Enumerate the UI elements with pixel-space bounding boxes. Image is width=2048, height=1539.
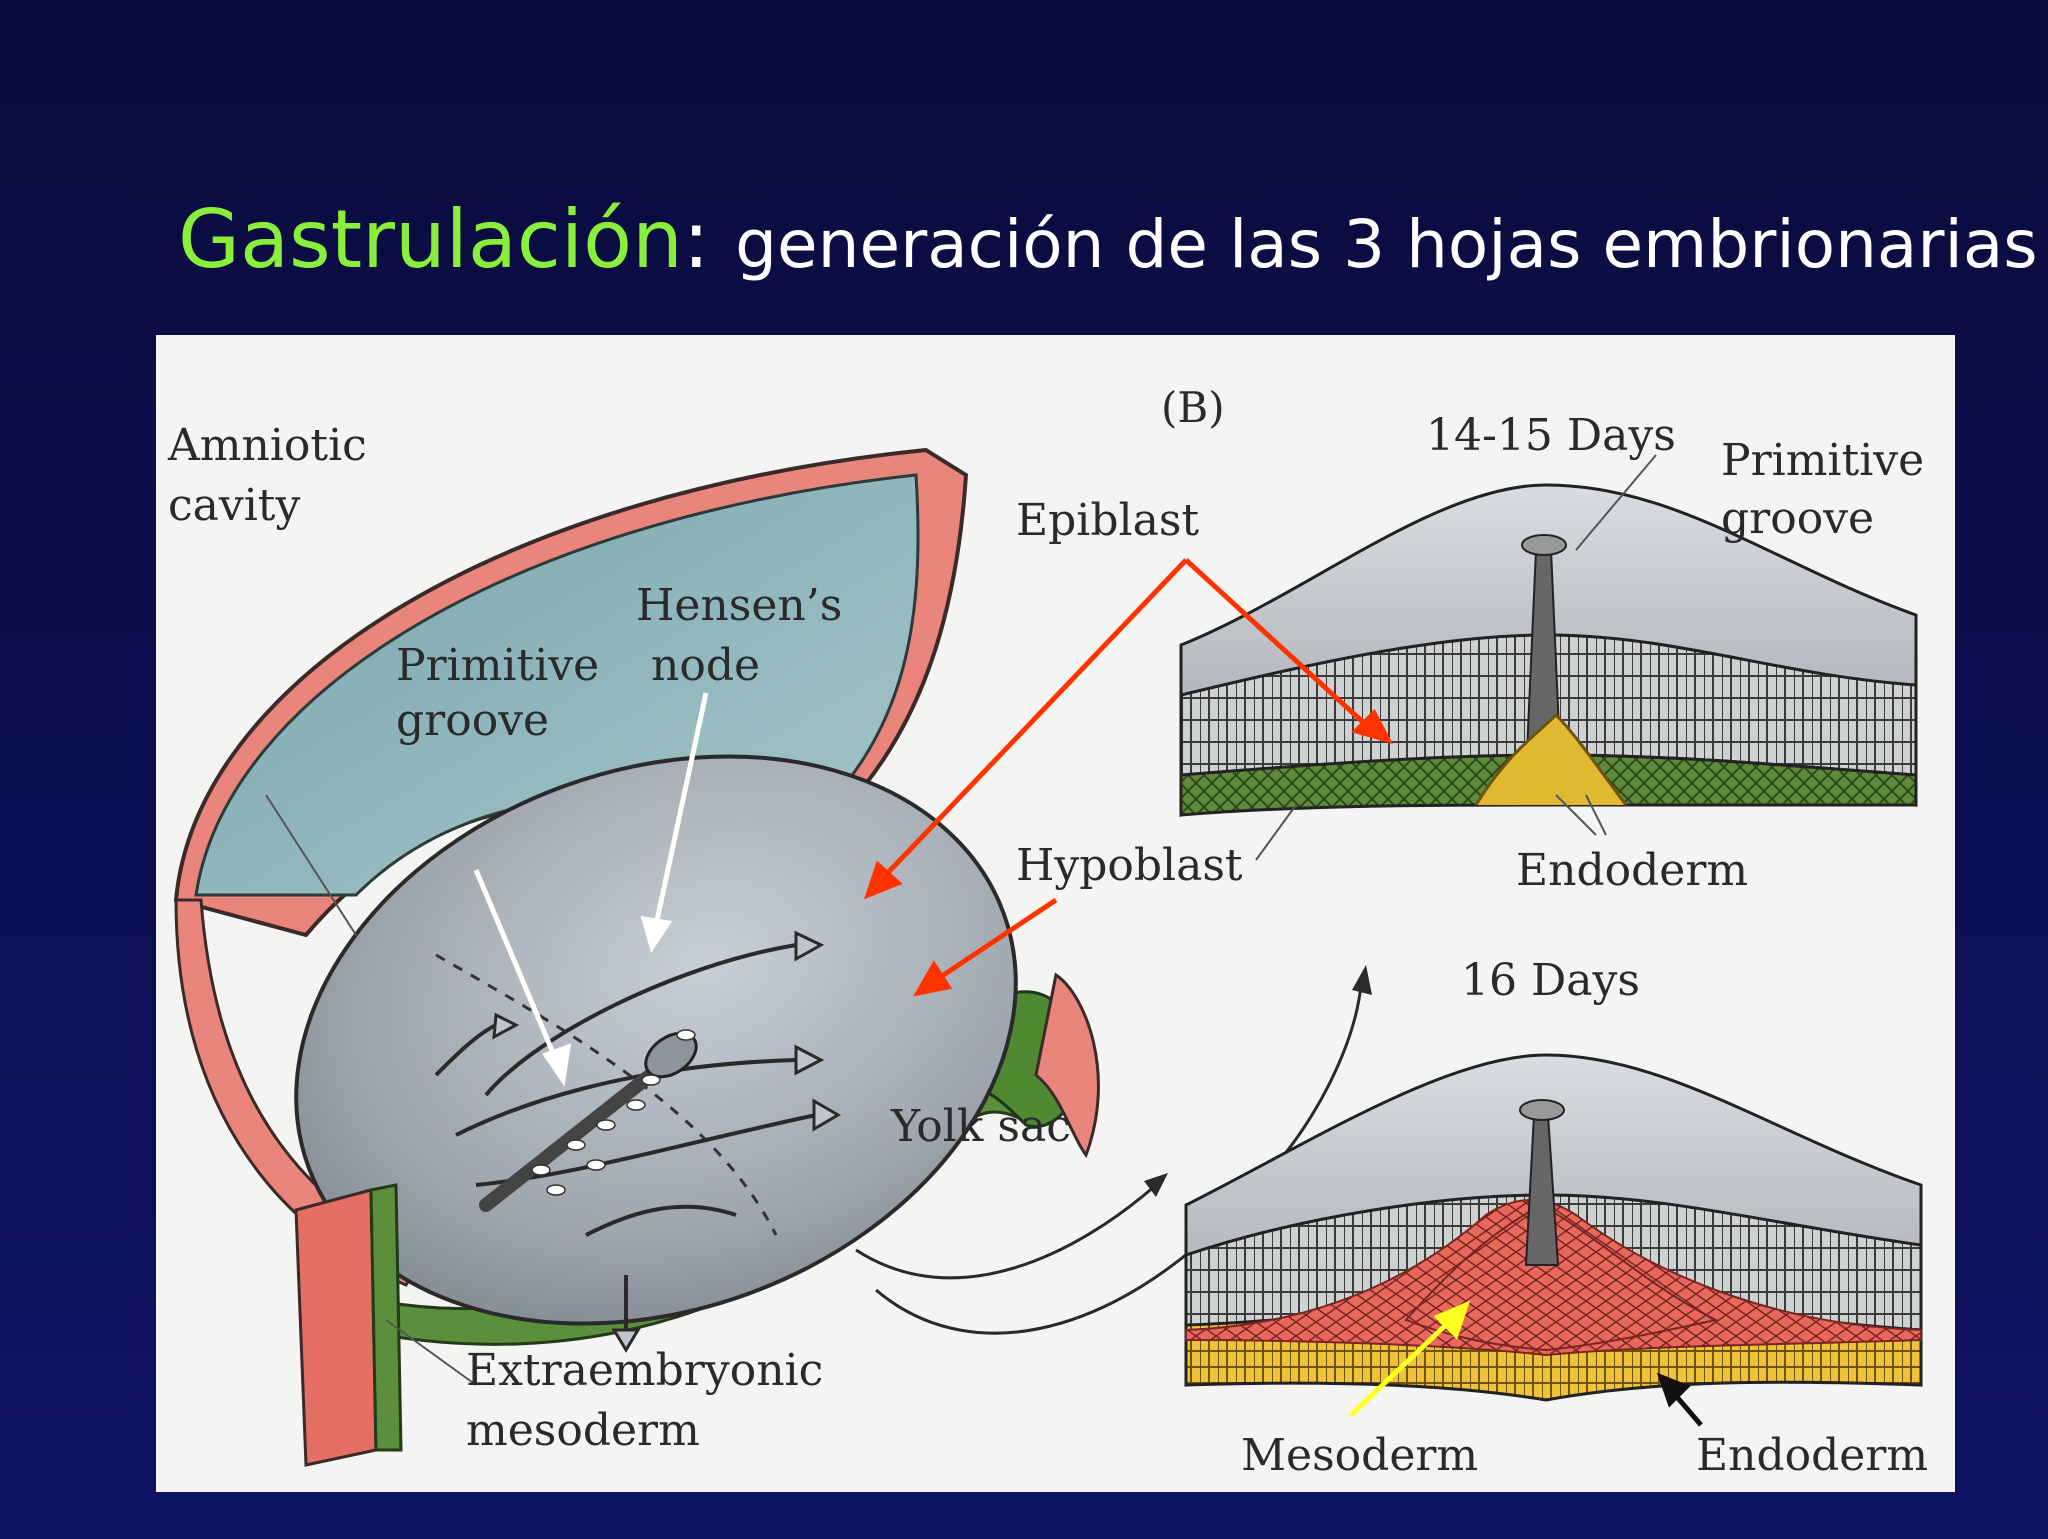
label-amniotic-line1: Amniotic bbox=[167, 420, 367, 471]
label-br-endoderm: Endoderm bbox=[1696, 1430, 1928, 1481]
label-extraembryonic-line1: Extraembryonic bbox=[466, 1345, 823, 1396]
label-tr-primitive-line2: groove bbox=[1721, 493, 1874, 544]
embryo-3d-view bbox=[173, 447, 1372, 1467]
label-hensens-line1: Hensen’s bbox=[636, 580, 842, 631]
label-primitive-line2: groove bbox=[396, 695, 549, 746]
label-amniotic-line2: cavity bbox=[168, 480, 300, 531]
annotation-arrows bbox=[473, 558, 1703, 1427]
slide-title: Gastrulación: generación de las 3 hojas … bbox=[178, 190, 2038, 295]
label-days-14-15: 14-15 Days bbox=[1426, 410, 1676, 461]
label-yolk-sac: Yolk sac bbox=[890, 1101, 1071, 1152]
label-days-16: 16 Days bbox=[1461, 955, 1640, 1006]
label-primitive-line1: Primitive bbox=[396, 640, 599, 691]
cross-section-16-days bbox=[1184, 1053, 1923, 1402]
figure-canvas: (B) Amniotic cavity Hensen’s node Primit… bbox=[167, 383, 1928, 1481]
label-hypoblast: Hypoblast bbox=[1016, 840, 1243, 891]
label-hensens-line2: node bbox=[651, 640, 760, 691]
label-tr-primitive-line1: Primitive bbox=[1721, 435, 1924, 486]
title-highlight: Gastrulación bbox=[178, 193, 683, 286]
label-mesoderm: Mesoderm bbox=[1241, 1430, 1478, 1481]
panel-letter: (B) bbox=[1161, 383, 1225, 432]
title-rest: generación de las 3 hojas embrionarias bbox=[735, 206, 2038, 283]
label-epiblast: Epiblast bbox=[1016, 495, 1199, 546]
title-separator: : bbox=[682, 193, 710, 286]
label-tr-endoderm: Endoderm bbox=[1516, 845, 1748, 896]
gastrulation-figure: (B) Amniotic cavity Hensen’s node Primit… bbox=[156, 335, 1955, 1492]
label-extraembryonic-line2: mesoderm bbox=[466, 1405, 700, 1456]
